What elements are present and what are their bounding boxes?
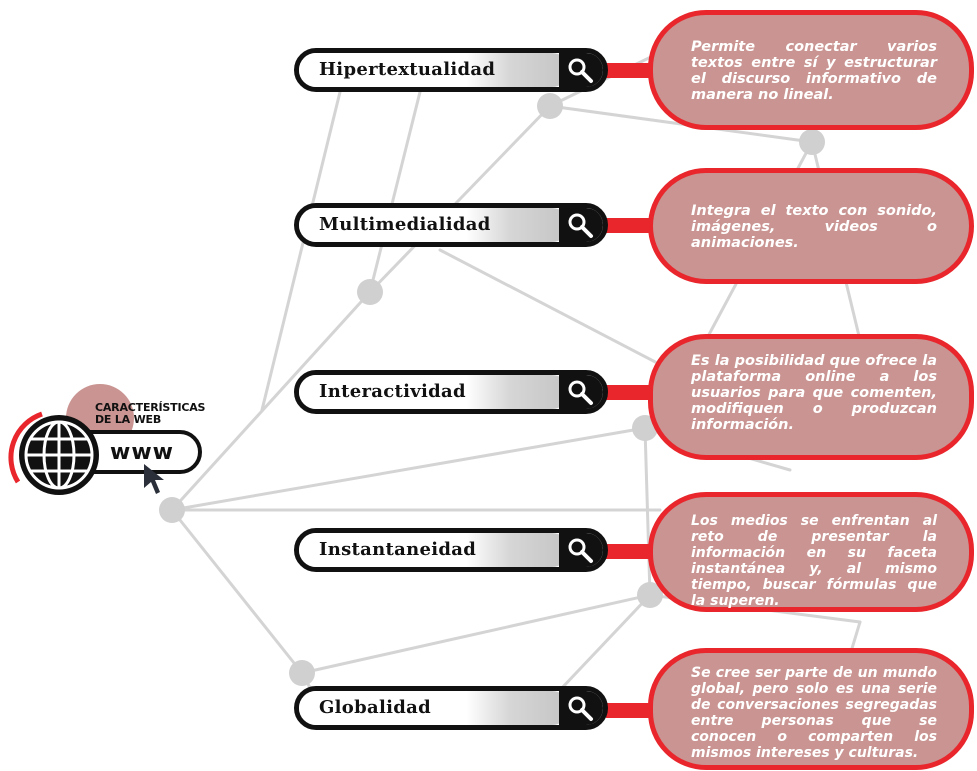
search-button[interactable]: [559, 53, 603, 87]
www-text: www: [110, 440, 174, 465]
search-icon: [568, 58, 593, 83]
search-bar-fill: [299, 533, 569, 567]
item-description: Se cree ser parte de un mundo global, pe…: [691, 665, 937, 761]
item-label: Interactividad: [319, 381, 466, 402]
description-card-interactividad: Es la posibilidad que ofrece la platafor…: [648, 334, 974, 460]
connector-interactividad: [606, 385, 658, 400]
search-bar-instantaneidad[interactable]: Instantaneidad: [294, 528, 608, 572]
search-bar-fill: [299, 375, 569, 409]
search-button[interactable]: [559, 375, 603, 409]
connector-hipertextualidad: [606, 63, 658, 78]
search-button[interactable]: [559, 691, 603, 725]
search-bar-interactividad[interactable]: Interactividad: [294, 370, 608, 414]
item-description: Es la posibilidad que ofrece la platafor…: [691, 353, 937, 433]
item-label: Hipertextualidad: [319, 59, 496, 80]
item-label: Instantaneidad: [319, 539, 477, 560]
item-description: Integra el texto con sonido, imágenes, v…: [691, 203, 937, 251]
cursor-icon: [144, 464, 164, 494]
description-card-multimedialidad: Integra el texto con sonido, imágenes, v…: [648, 168, 974, 284]
logo-title: CARACTERÍSTICAS DE LA WEB: [95, 401, 206, 426]
search-icon: [568, 380, 593, 405]
globe-icon: [8, 411, 99, 495]
search-button[interactable]: [559, 533, 603, 567]
search-icon: [568, 538, 593, 563]
connector-globalidad: [606, 703, 658, 718]
item-label: Multimedialidad: [319, 214, 491, 235]
connector-instantaneidad: [606, 544, 658, 559]
item-description: Los medios se enfrentan al reto de prese…: [691, 513, 937, 609]
search-bar-multimedialidad[interactable]: Multimedialidad: [294, 203, 608, 247]
description-card-hipertextualidad: Permite conectar varios textos entre sí …: [648, 10, 974, 130]
search-icon: [568, 696, 593, 721]
search-bar-fill: [299, 208, 569, 242]
search-bar-hipertextualidad[interactable]: Hipertextualidad: [294, 48, 608, 92]
item-label: Globalidad: [319, 697, 431, 718]
item-description: Permite conectar varios textos entre sí …: [691, 39, 937, 103]
description-card-instantaneidad: Los medios se enfrentan al reto de prese…: [648, 492, 974, 612]
connector-multimedialidad: [606, 218, 658, 233]
search-button[interactable]: [559, 208, 603, 242]
search-bar-fill: [299, 691, 569, 725]
search-bar-globalidad[interactable]: Globalidad: [294, 686, 608, 730]
search-icon: [568, 213, 593, 238]
search-bar-fill: [299, 53, 569, 87]
description-card-globalidad: Se cree ser parte de un mundo global, pe…: [648, 648, 974, 770]
